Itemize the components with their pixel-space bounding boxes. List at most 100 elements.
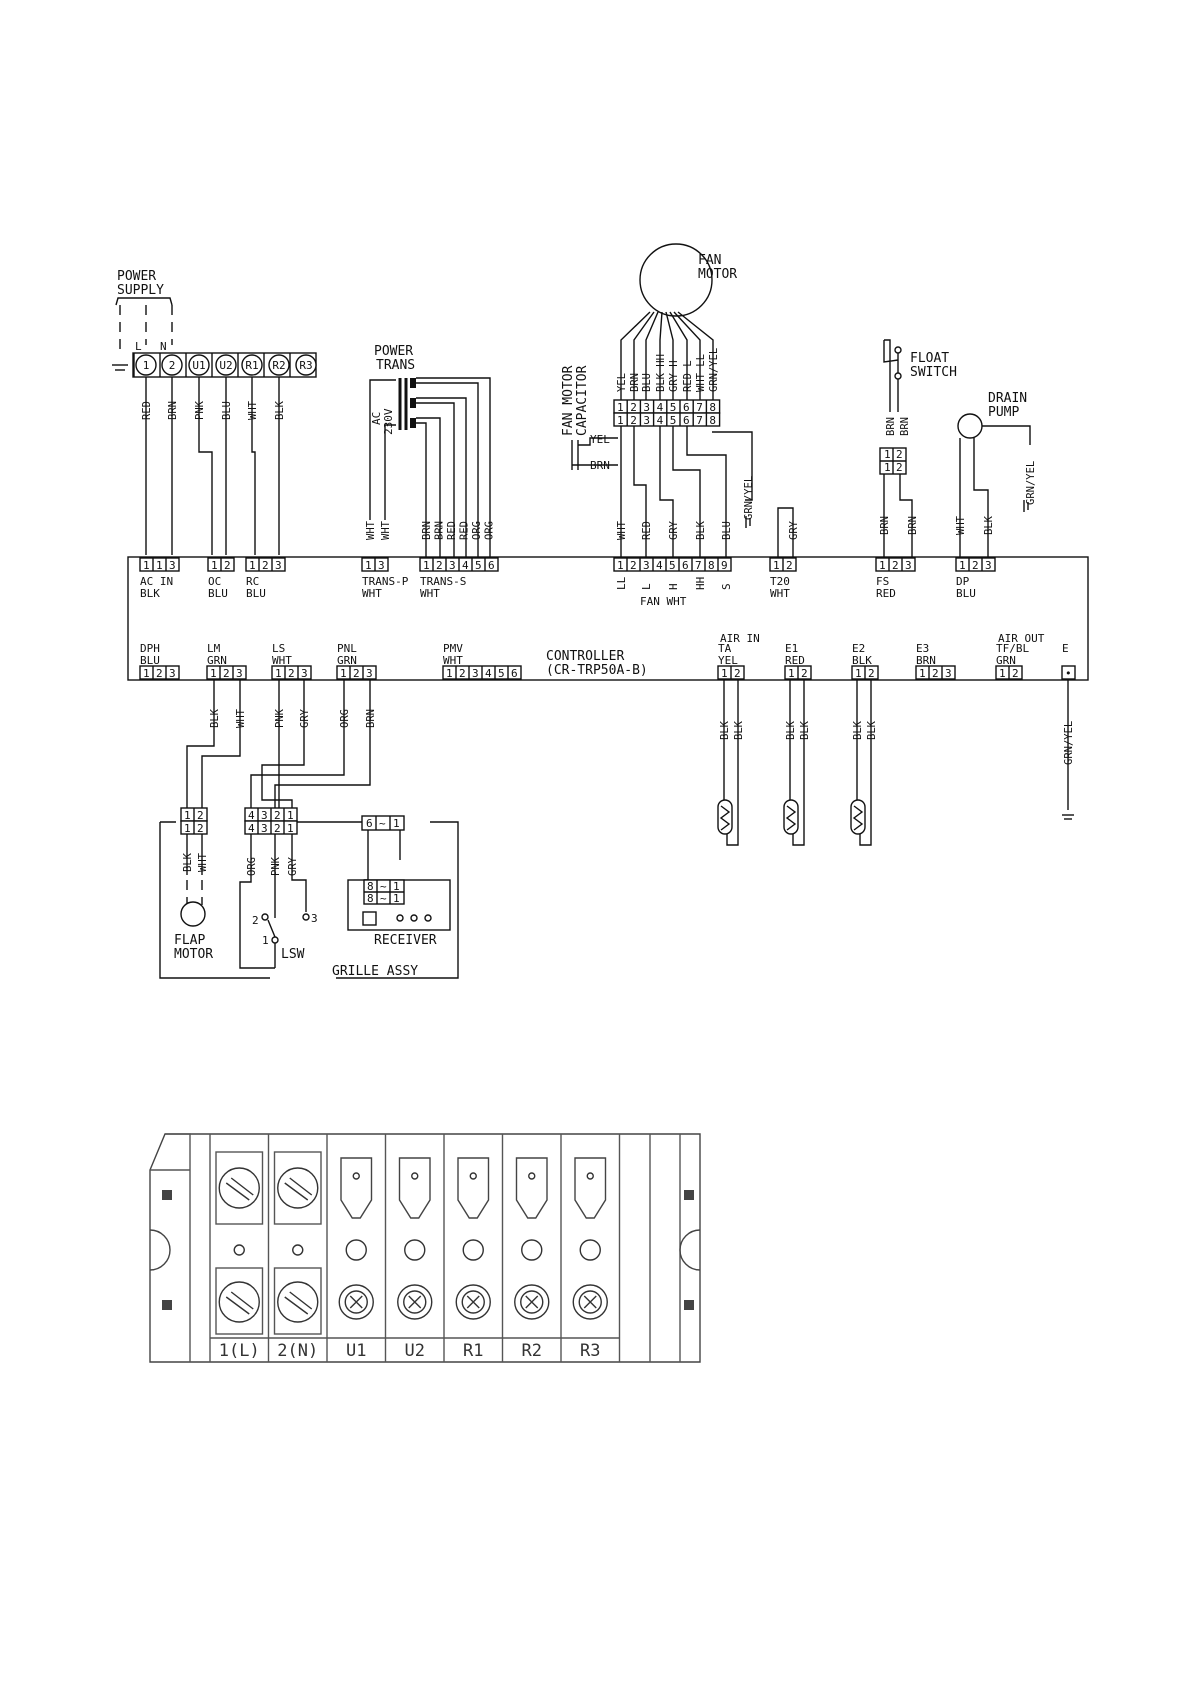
capacitor-label-2: CAPACITOR — [575, 365, 590, 436]
top-trans-p-pin-2: 3 — [378, 559, 385, 572]
top-t20-pin-1: 1 — [773, 559, 780, 572]
recv-box-pin-8a: 8 — [367, 880, 374, 893]
bot-dph-pin-block — [139, 665, 180, 680]
top-fs-pin-2: 2 — [892, 559, 899, 572]
bot-e3-pin-block — [915, 665, 956, 680]
recv-box-pin-tilde-a: ~ — [380, 880, 387, 893]
power-supply-label-2: SUPPLY — [117, 283, 164, 298]
lm-wire-wht: WHT — [235, 708, 247, 728]
fan-speed-label-2: H — [667, 583, 680, 590]
tb-terminal-label-R2: R2 — [272, 359, 285, 372]
terminal-photo-base — [149, 1133, 701, 1363]
grille-panel-b-pin-1: 4 — [248, 822, 255, 835]
lm-leads — [186, 680, 241, 822]
fan-connector-a-pin-7: 7 — [696, 401, 703, 414]
bot-pmv-pin-5: 5 — [498, 667, 505, 680]
top-fan-pin-9: 9 — [721, 559, 728, 572]
drain-pump-label-2: PUMP — [988, 405, 1019, 420]
top-rc-pin-2: 2 — [262, 559, 269, 572]
fan-lower-label-3: BLK — [695, 520, 707, 540]
photo-screw-icon-bot-1 — [277, 1281, 319, 1323]
bot-conn-name-9: TF/BL — [996, 642, 1029, 655]
trans-s-wire-4: ORG — [471, 521, 483, 540]
trans-s-wire-3: RED — [459, 521, 471, 540]
controller-board — [127, 556, 1089, 681]
bot-conn-color-9: GRN — [996, 654, 1016, 667]
lsw-pin-1: 1 — [262, 934, 269, 947]
trans-secondary-leads — [416, 377, 491, 560]
lsw-pin-2: 2 — [252, 914, 259, 927]
flap-motor-label-2: MOTOR — [174, 947, 213, 962]
bot-conn-color-1: GRN — [207, 654, 227, 667]
tb-wire-label-2: PNK — [194, 400, 206, 420]
bot-conn-name-3: PNL — [337, 642, 357, 655]
top-fan-pin-4: 4 — [656, 559, 663, 572]
grille-lm-a-pin-2: 2 — [197, 809, 204, 822]
receiver-sensor-square — [362, 911, 377, 926]
controller-model: (CR-TRP50A-B) — [546, 663, 648, 678]
fan-connector-b-pin-1: 1 — [617, 414, 624, 427]
tb-terminal-label-R1: R1 — [245, 359, 258, 372]
fan-speed-label-0: LL — [615, 576, 628, 590]
drain-pump: DRAIN PUMP GRN/YEL WHT BLK — [955, 391, 1037, 560]
grille-panel-a-pin-4: 1 — [287, 809, 294, 822]
fan-lead-label-3: BLK HH — [655, 354, 667, 392]
fan-speed-label-1: L — [640, 583, 653, 590]
fan-connector-b-pin-3: 3 — [643, 414, 650, 427]
bot-ls-pin-3: 3 — [301, 667, 308, 680]
bot-ta-pin-2: 2 — [734, 667, 741, 680]
trans-s-wire-2: RED — [446, 521, 458, 540]
dp-wire-blk: BLK — [983, 515, 995, 535]
bot-conn-name-6: E1 — [785, 642, 798, 655]
float-switch-contact-1 — [894, 346, 902, 354]
earth-wire-label: GRN/YEL — [1063, 721, 1075, 765]
float-switch-label-2: SWITCH — [910, 365, 957, 380]
top-trans-s-pin-1: 1 — [423, 559, 430, 572]
photo-screw-icon-bot-0 — [218, 1281, 260, 1323]
photo-hole-5 — [521, 1239, 543, 1261]
dp-wire-wht: WHT — [955, 515, 967, 535]
top-ac-in-pin-3: 3 — [169, 559, 176, 572]
photo-tab-icon-4 — [457, 1157, 490, 1219]
grille-panel-a-pin-3: 2 — [274, 809, 281, 822]
grille-panel-a-pin-1: 4 — [248, 809, 255, 822]
top-conn-name-7: FS — [876, 575, 889, 588]
top-conn-color-3: WHT — [362, 587, 382, 600]
dp-earth-icon — [1023, 500, 1029, 512]
bot-e-pin-1: • — [1065, 667, 1072, 680]
lsw-pin-3: 3 — [311, 912, 318, 925]
mount-hole-1 — [162, 1190, 172, 1200]
top-fan-pin-8: 8 — [708, 559, 715, 572]
tb-terminal-label-U1: U1 — [192, 359, 205, 372]
fan-lead-5 — [669, 311, 688, 400]
bot-ls-pin-1: 1 — [275, 667, 282, 680]
top-trans-s-pin-2: 2 — [436, 559, 443, 572]
bot-lm-pin-3: 3 — [236, 667, 243, 680]
fan-motor-circle — [639, 243, 713, 317]
fan-lead-3 — [659, 311, 663, 400]
bot-conn-color-0: BLU — [140, 654, 160, 667]
fan-connector-b-pin-8: 8 — [709, 414, 716, 427]
trans-sec-coil-1 — [410, 378, 416, 388]
top-rc-pin-block — [245, 557, 286, 572]
float-switch-symbol — [883, 339, 899, 412]
flap-wire-wht: WHT — [197, 852, 209, 872]
bot-pnl-pin-2: 2 — [353, 667, 360, 680]
flap-wire-blk: BLK — [182, 852, 194, 872]
recv-box-pin-tilde-b: ~ — [380, 892, 387, 905]
trans-ac-label: AC — [370, 412, 383, 425]
top-conn-name-3: TRANS-P — [362, 575, 409, 588]
tb-terminal-U1 — [188, 354, 210, 376]
cap-wire-brn: BRN — [590, 459, 610, 472]
sensor-leads-2 — [856, 680, 872, 846]
bot-conn-color-6: RED — [785, 654, 805, 667]
photo-hole-4 — [462, 1239, 484, 1261]
top-dp-pin-3: 3 — [985, 559, 992, 572]
flap-leads — [186, 846, 203, 875]
top-conn-name-6: T20 — [770, 575, 790, 588]
top-t20-pin-2: 2 — [786, 559, 793, 572]
trans-p-wire-1: WHT — [380, 520, 392, 540]
tb-wire-label-4: WHT — [247, 400, 259, 420]
top-rc-pin-1: 1 — [249, 559, 256, 572]
